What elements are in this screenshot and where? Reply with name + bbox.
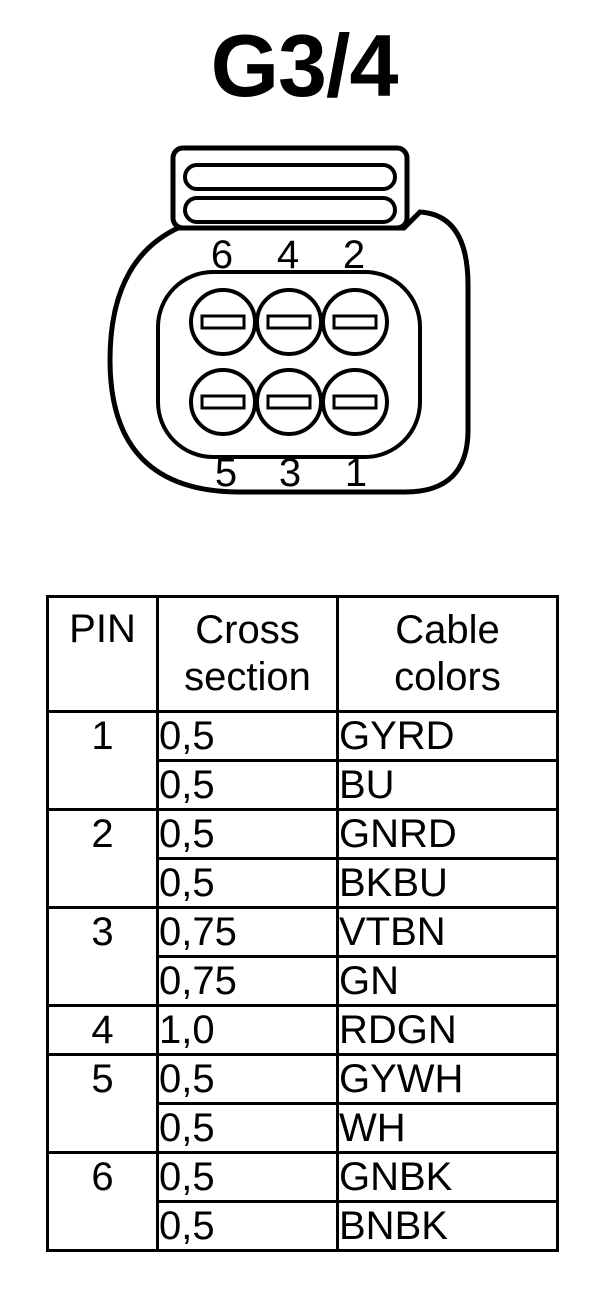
pin-4 <box>255 288 323 356</box>
cable-color-cell: BU <box>336 759 559 811</box>
pin-label-5: 5 <box>215 451 237 495</box>
pin-label-1: 1 <box>345 451 367 495</box>
cable-color-cell: GNBK <box>336 1151 559 1203</box>
table-row: 6 0,5 GNBK <box>46 1151 559 1252</box>
cross-section-cell: 0,5 <box>156 1053 339 1105</box>
cable-color-cell: GYRD <box>336 710 559 762</box>
pin-number-cell: 5 <box>46 1053 159 1154</box>
pin-label-2: 2 <box>343 233 365 277</box>
header-pin: PIN <box>46 595 159 713</box>
pin-3 <box>255 368 323 436</box>
pin-5 <box>189 368 257 436</box>
pin-number-cell: 3 <box>46 906 159 1007</box>
cable-color-cell: GNRD <box>336 808 559 860</box>
table-row: 0,75 GN <box>48 955 559 1007</box>
connector-title: G3/4 <box>210 16 399 115</box>
table-row: 0,5 BU <box>48 759 559 811</box>
pin-assignment-table: PIN Cross section Cable colors 1 0,5 GYR… <box>46 595 559 1252</box>
cross-section-cell: 1,0 <box>156 1004 339 1056</box>
pin-1 <box>321 368 389 436</box>
cable-color-cell: GYWH <box>336 1053 559 1105</box>
cross-section-cell: 0,5 <box>156 808 339 860</box>
cable-color-cell: BKBU <box>336 857 559 909</box>
pin-label-3: 3 <box>279 451 301 495</box>
cross-section-cell: 0,5 <box>156 1151 339 1203</box>
cross-section-cell: 0,5 <box>156 1102 339 1154</box>
latch-ridge <box>183 163 397 191</box>
table-row: 0,5 BNBK <box>48 1200 559 1252</box>
pin-2 <box>321 288 389 356</box>
table-row: 5 0,5 GYWH <box>46 1053 559 1154</box>
table-header-row: PIN Cross section Cable colors <box>46 595 559 713</box>
header-colors-line2: colors <box>394 655 501 699</box>
header-cable-colors: Cable colors <box>336 595 559 713</box>
pin-label-6: 6 <box>211 233 233 277</box>
pin-cavity <box>156 270 422 459</box>
cable-color-cell: RDGN <box>336 1004 559 1056</box>
cross-section-cell: 0,5 <box>156 710 339 762</box>
cross-section-cell: 0,75 <box>156 906 339 958</box>
cross-section-cell: 0,5 <box>156 759 339 811</box>
header-cross-section: Cross section <box>156 595 339 713</box>
table-row: 3 0,75 VTBN <box>46 906 559 1007</box>
table-row: 0,5 BKBU <box>48 857 559 909</box>
pin-number-cell: 1 <box>46 710 159 811</box>
cable-color-cell: BNBK <box>336 1200 559 1252</box>
latch-ridge <box>183 196 397 224</box>
cross-section-cell: 0,5 <box>156 1200 339 1252</box>
cross-section-cell: 0,5 <box>156 857 339 909</box>
pin-number-cell: 2 <box>46 808 159 909</box>
table-row: 4 1,0 RDGN <box>46 1004 559 1056</box>
cross-section-cell: 0,75 <box>156 955 339 1007</box>
pin-6 <box>189 288 257 356</box>
table-row: 2 0,5 GNRD <box>46 808 559 909</box>
connector-diagram: 6 4 2 5 3 1 <box>107 145 471 495</box>
cable-color-cell: GN <box>336 955 559 1007</box>
header-cross-line1: Cross <box>195 608 300 652</box>
header-colors-line1: Cable <box>395 608 500 652</box>
header-cross-line2: section <box>184 655 311 699</box>
table-row: 1 0,5 GYRD <box>46 710 559 811</box>
pin-number-cell: 6 <box>46 1151 159 1252</box>
cable-color-cell: VTBN <box>336 906 559 958</box>
pin-number-cell: 4 <box>46 1004 159 1056</box>
pin-label-4: 4 <box>277 233 299 277</box>
cable-color-cell: WH <box>336 1102 559 1154</box>
table-row: 0,5 WH <box>48 1102 559 1154</box>
